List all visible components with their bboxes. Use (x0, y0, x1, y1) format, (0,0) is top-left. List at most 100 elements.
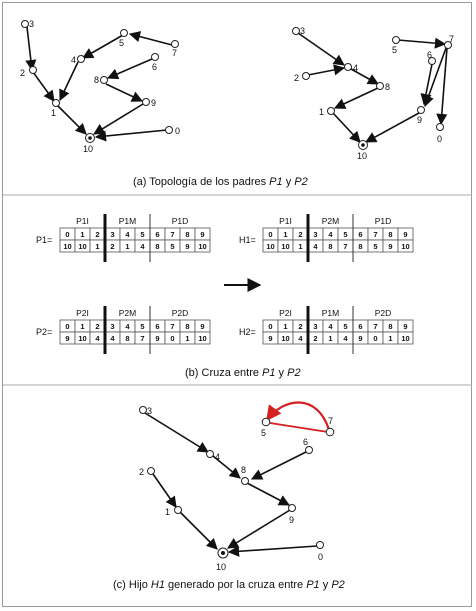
edge (32, 71, 55, 102)
caption-b: (b) Cruza entre P1 y P2 (185, 367, 301, 379)
cell-value: 7 (343, 242, 347, 251)
edge (307, 64, 346, 76)
cell-value: 2 (313, 334, 317, 343)
cell-value: 8 (185, 230, 189, 239)
caption-c: (c) Hijo H1 generado por la cruza entre … (113, 579, 345, 591)
cell-value: 8 (388, 322, 392, 331)
node-label: 4 (71, 55, 76, 65)
edge (365, 112, 420, 143)
node-label: 9 (151, 98, 156, 108)
cell-value: 1 (80, 322, 84, 331)
cell-value: 9 (200, 322, 204, 331)
cell-value: 1 (298, 242, 302, 251)
cell-value: 6 (358, 230, 362, 239)
cell-value: 10 (198, 334, 206, 343)
cell-value: 9 (65, 334, 69, 343)
cell-value: 3 (110, 322, 114, 331)
table-cell (397, 331, 414, 345)
edge (55, 103, 87, 135)
edge (144, 412, 209, 453)
node-label: 6 (152, 62, 157, 72)
root-node-dot (221, 551, 225, 555)
cell-value: 7 (170, 230, 174, 239)
graph-node (292, 27, 300, 35)
graph-node (100, 76, 108, 84)
edge (246, 482, 290, 506)
node-label: 8 (241, 465, 246, 475)
graph-node (302, 72, 310, 80)
edge (250, 451, 307, 480)
node-label: 3 (29, 19, 34, 29)
root-node-dot (361, 143, 365, 147)
graph-node (305, 446, 313, 454)
cell-value: 8 (328, 242, 332, 251)
segment-header: P2M (119, 308, 136, 318)
node-label: 9 (417, 115, 422, 125)
node-label: 9 (289, 515, 294, 525)
cell-value: 4 (343, 334, 348, 343)
cell-value: 7 (140, 334, 144, 343)
cell-value: 8 (358, 242, 362, 251)
cell-value: 10 (63, 242, 71, 251)
cell-value: 5 (170, 242, 174, 251)
segment-header: P2D (375, 308, 392, 318)
cell-value: 0 (65, 322, 69, 331)
cell-value: 0 (373, 334, 377, 343)
caption-a: (a) Topología de los padres P1 y P2 (133, 176, 308, 188)
cell-value: 9 (388, 242, 392, 251)
node-label: 7 (172, 48, 177, 58)
cell-value: 2 (298, 230, 302, 239)
edge (82, 34, 124, 59)
table-name: P2= (36, 327, 52, 337)
node-label: 7 (328, 416, 333, 426)
cell-value: 10 (401, 242, 409, 251)
cell-value: 5 (343, 230, 347, 239)
edge (106, 58, 153, 80)
edge (420, 63, 433, 106)
cell-value: 4 (125, 322, 130, 331)
cell-value: 10 (401, 334, 409, 343)
node-label: 0 (175, 126, 180, 136)
cell-value: 1 (283, 322, 287, 331)
segment-header: P2M (322, 216, 339, 226)
edge (94, 129, 168, 142)
graph-node (241, 477, 249, 485)
graph-node (165, 126, 173, 134)
segment-header: P1I (279, 216, 292, 226)
node-label: 3 (300, 26, 305, 36)
cell-value: 10 (78, 242, 86, 251)
cell-value: 4 (313, 242, 318, 251)
graph-node (344, 63, 352, 71)
cell-value: 0 (65, 230, 69, 239)
edge (105, 83, 144, 102)
graph-node (139, 406, 147, 414)
cell-value: 10 (281, 242, 289, 251)
node-label: 10 (357, 151, 367, 161)
node-label: 10 (83, 144, 93, 154)
graph-node (428, 57, 436, 65)
cell-value: 8 (388, 230, 392, 239)
cell-value: 3 (313, 322, 317, 331)
cell-value: 1 (388, 334, 392, 343)
graph-node (316, 541, 324, 549)
edge (297, 32, 345, 66)
cell-value: 2 (110, 242, 114, 251)
figure-frame (2, 2, 472, 607)
table-cell (397, 239, 414, 253)
cell-value: 9 (268, 334, 272, 343)
edge (436, 47, 448, 126)
segment-header: P1M (322, 308, 339, 318)
edge (227, 545, 318, 557)
graph-node (77, 55, 85, 63)
cell-value: 1 (328, 334, 332, 343)
cell-value: 5 (140, 322, 144, 331)
cell-value: 9 (155, 334, 159, 343)
node-label: 2 (294, 73, 299, 83)
cell-value: 5 (343, 322, 347, 331)
cell-value: 4 (328, 322, 333, 331)
